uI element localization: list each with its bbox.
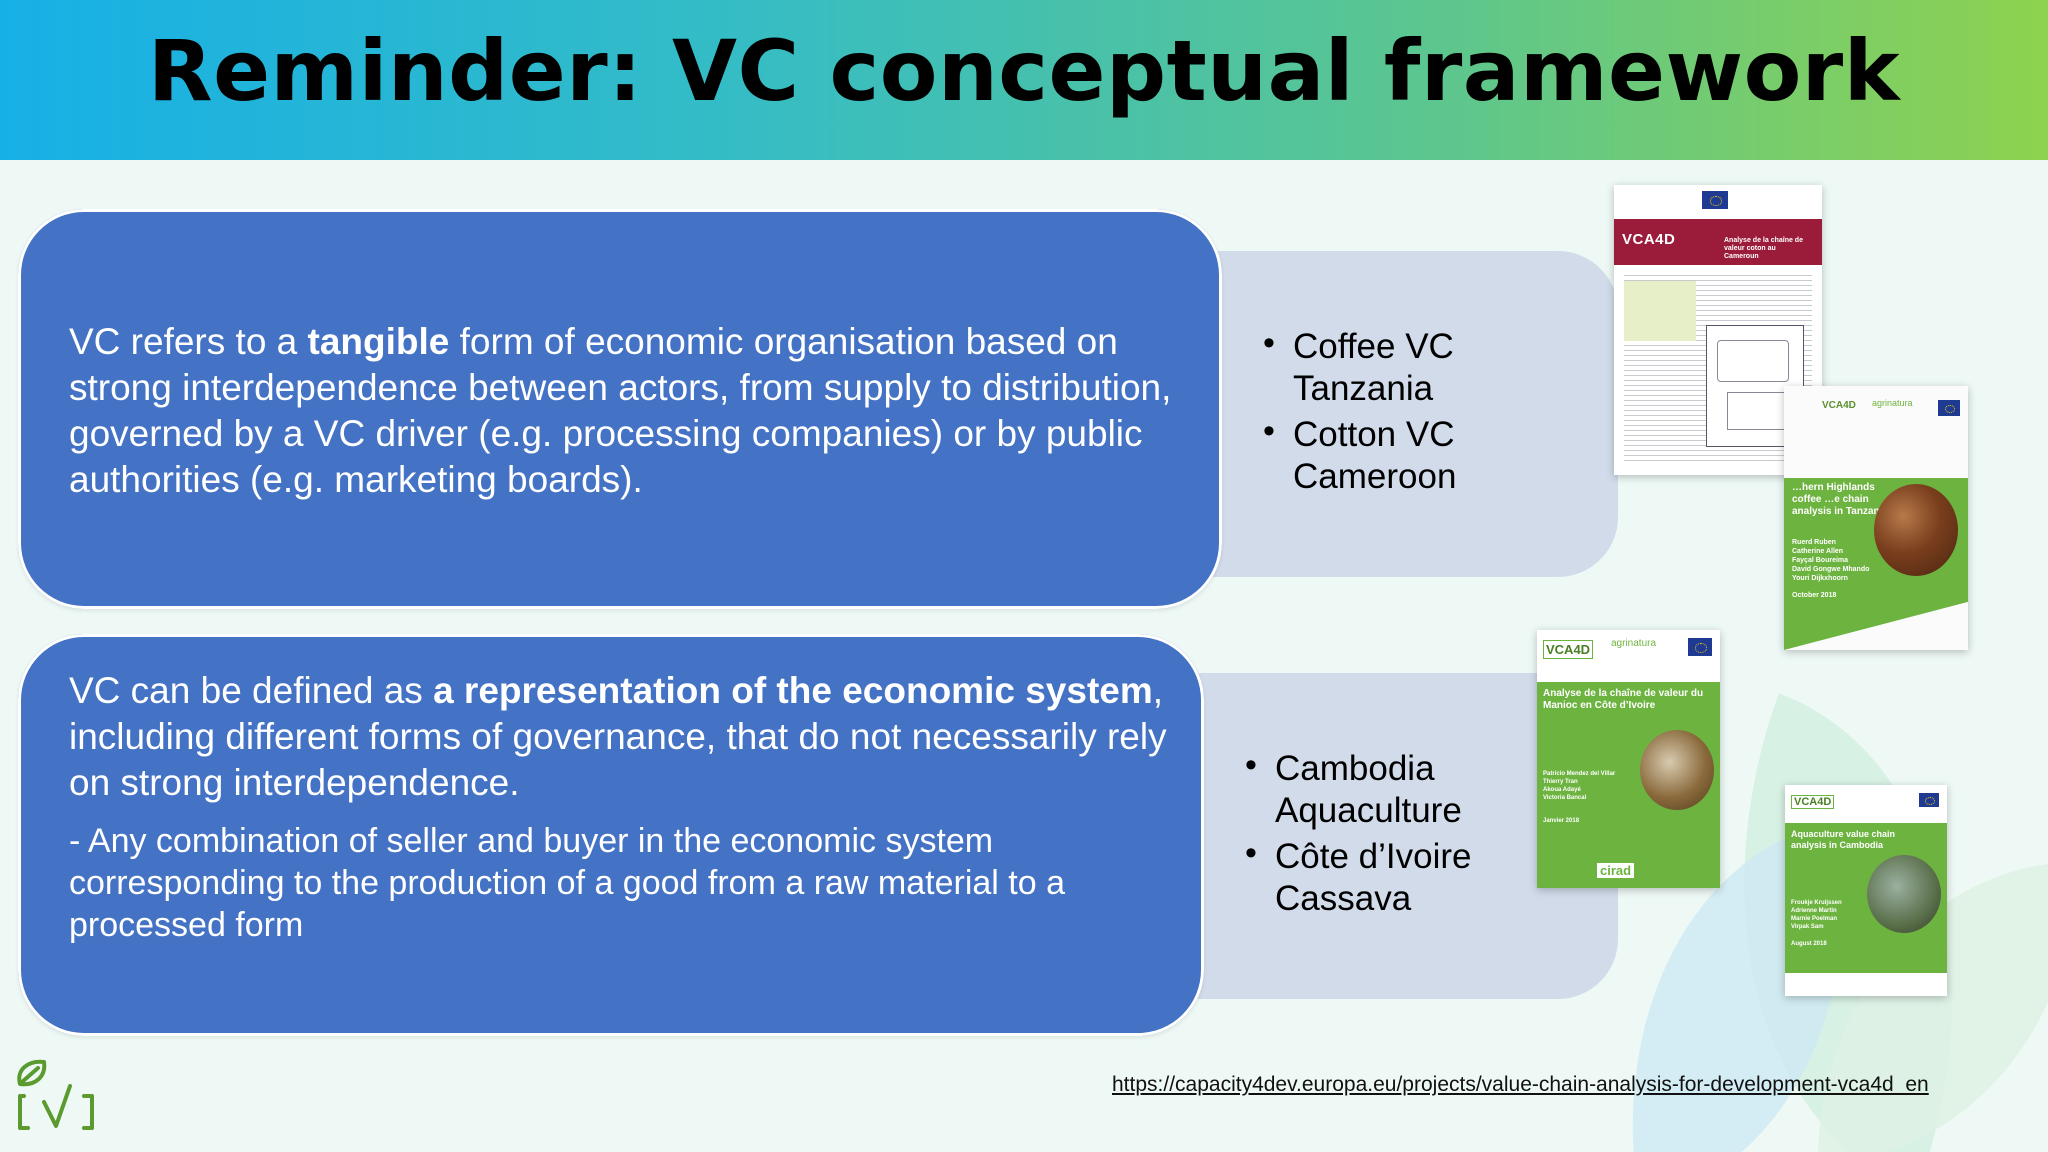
eu-flag-icon [1688, 638, 1712, 656]
report-cover-aquaculture-cambodia[interactable]: VCA4D Aquaculture value chain analysis i… [1785, 785, 1947, 996]
examples-list-1: Coffee VC Tanzania Cotton VC Cameroon [1263, 322, 1503, 502]
cover-authors: Patricio Mendez del Villar Thierry Tran … [1543, 771, 1616, 801]
cover-title: Analyse de la chaîne de valeur du Manioc… [1543, 688, 1704, 711]
example-item: Cambodia Aquaculture [1245, 744, 1505, 832]
cover-date: October 2018 [1792, 592, 1837, 599]
eu-flag-icon [1919, 793, 1939, 807]
agrinatura-logo: agrinatura [1872, 398, 1913, 408]
vca4d-logo: VCA4D [1543, 640, 1594, 659]
vca4d-logo: VCA4D [1822, 400, 1856, 411]
example-item: Côte d’Ivoire Cassava [1245, 832, 1505, 920]
vca4d-logo: VCA4D [1791, 795, 1835, 809]
vca4d-leaf-logo [17, 1059, 94, 1130]
cover-authors: Froukje Kruijssen Adrienne Martin Marnie… [1791, 900, 1842, 930]
cover-authors: Ruerd Ruben Catherine Allen Fayçal Boure… [1792, 539, 1870, 582]
cover-date: August 2018 [1791, 941, 1827, 947]
report-cover-coffee-tanzania[interactable]: VCA4D agrinatura …hern Highlands coffee … [1784, 386, 1968, 650]
emphasis-representation: a representation of the economic system [433, 670, 1153, 711]
definition-text-1: VC refers to a tangible form of economic… [69, 321, 1172, 500]
vca4d-logo: VCA4D [1622, 231, 1676, 248]
report-cover-cassava-cote-divoire[interactable]: VCA4D agrinatura Analyse de la chaîne de… [1537, 630, 1720, 888]
cover-title: Analyse de la chaîne de valeur coton au … [1724, 237, 1803, 260]
emphasis-tangible: tangible [307, 321, 450, 362]
eu-flag-icon [1702, 191, 1728, 209]
aquaculture-pond-photo [1867, 855, 1941, 933]
examples-list-2: Cambodia Aquaculture Côte d’Ivoire Cassa… [1245, 744, 1505, 924]
agrinatura-logo: agrinatura [1611, 638, 1657, 649]
example-item: Coffee VC Tanzania [1263, 322, 1503, 410]
definition-text-2: VC can be defined as a representation of… [69, 670, 1167, 803]
cassava-processing-photo [1640, 730, 1714, 810]
example-item: Cotton VC Cameroon [1263, 410, 1503, 498]
eu-flag-icon [1938, 400, 1960, 416]
title-header-band [0, 0, 2048, 160]
slide-title: Reminder: VC conceptual framework [147, 22, 1901, 120]
cirad-logo: cirad [1597, 863, 1635, 878]
report-cover-cotton-cameroon[interactable]: VCA4D Analyse de la chaîne de valeur cot… [1614, 185, 1822, 475]
cover-title: Aquaculture value chain analysis in Camb… [1791, 829, 1896, 850]
definition-box-tangible: VC refers to a tangible form of economic… [18, 209, 1222, 609]
cover-title: …hern Highlands coffee …e chain analysis… [1792, 482, 1888, 517]
definition-subpoint: - Any combination of seller and buyer in… [69, 822, 1066, 944]
definition-box-representation: VC can be defined as a representation of… [18, 634, 1204, 1036]
cover-date: Janvier 2018 [1543, 818, 1580, 824]
coffee-beans-image [1874, 484, 1958, 576]
vca4d-project-link[interactable]: https://capacity4dev.europa.eu/projects/… [1112, 1073, 1929, 1096]
